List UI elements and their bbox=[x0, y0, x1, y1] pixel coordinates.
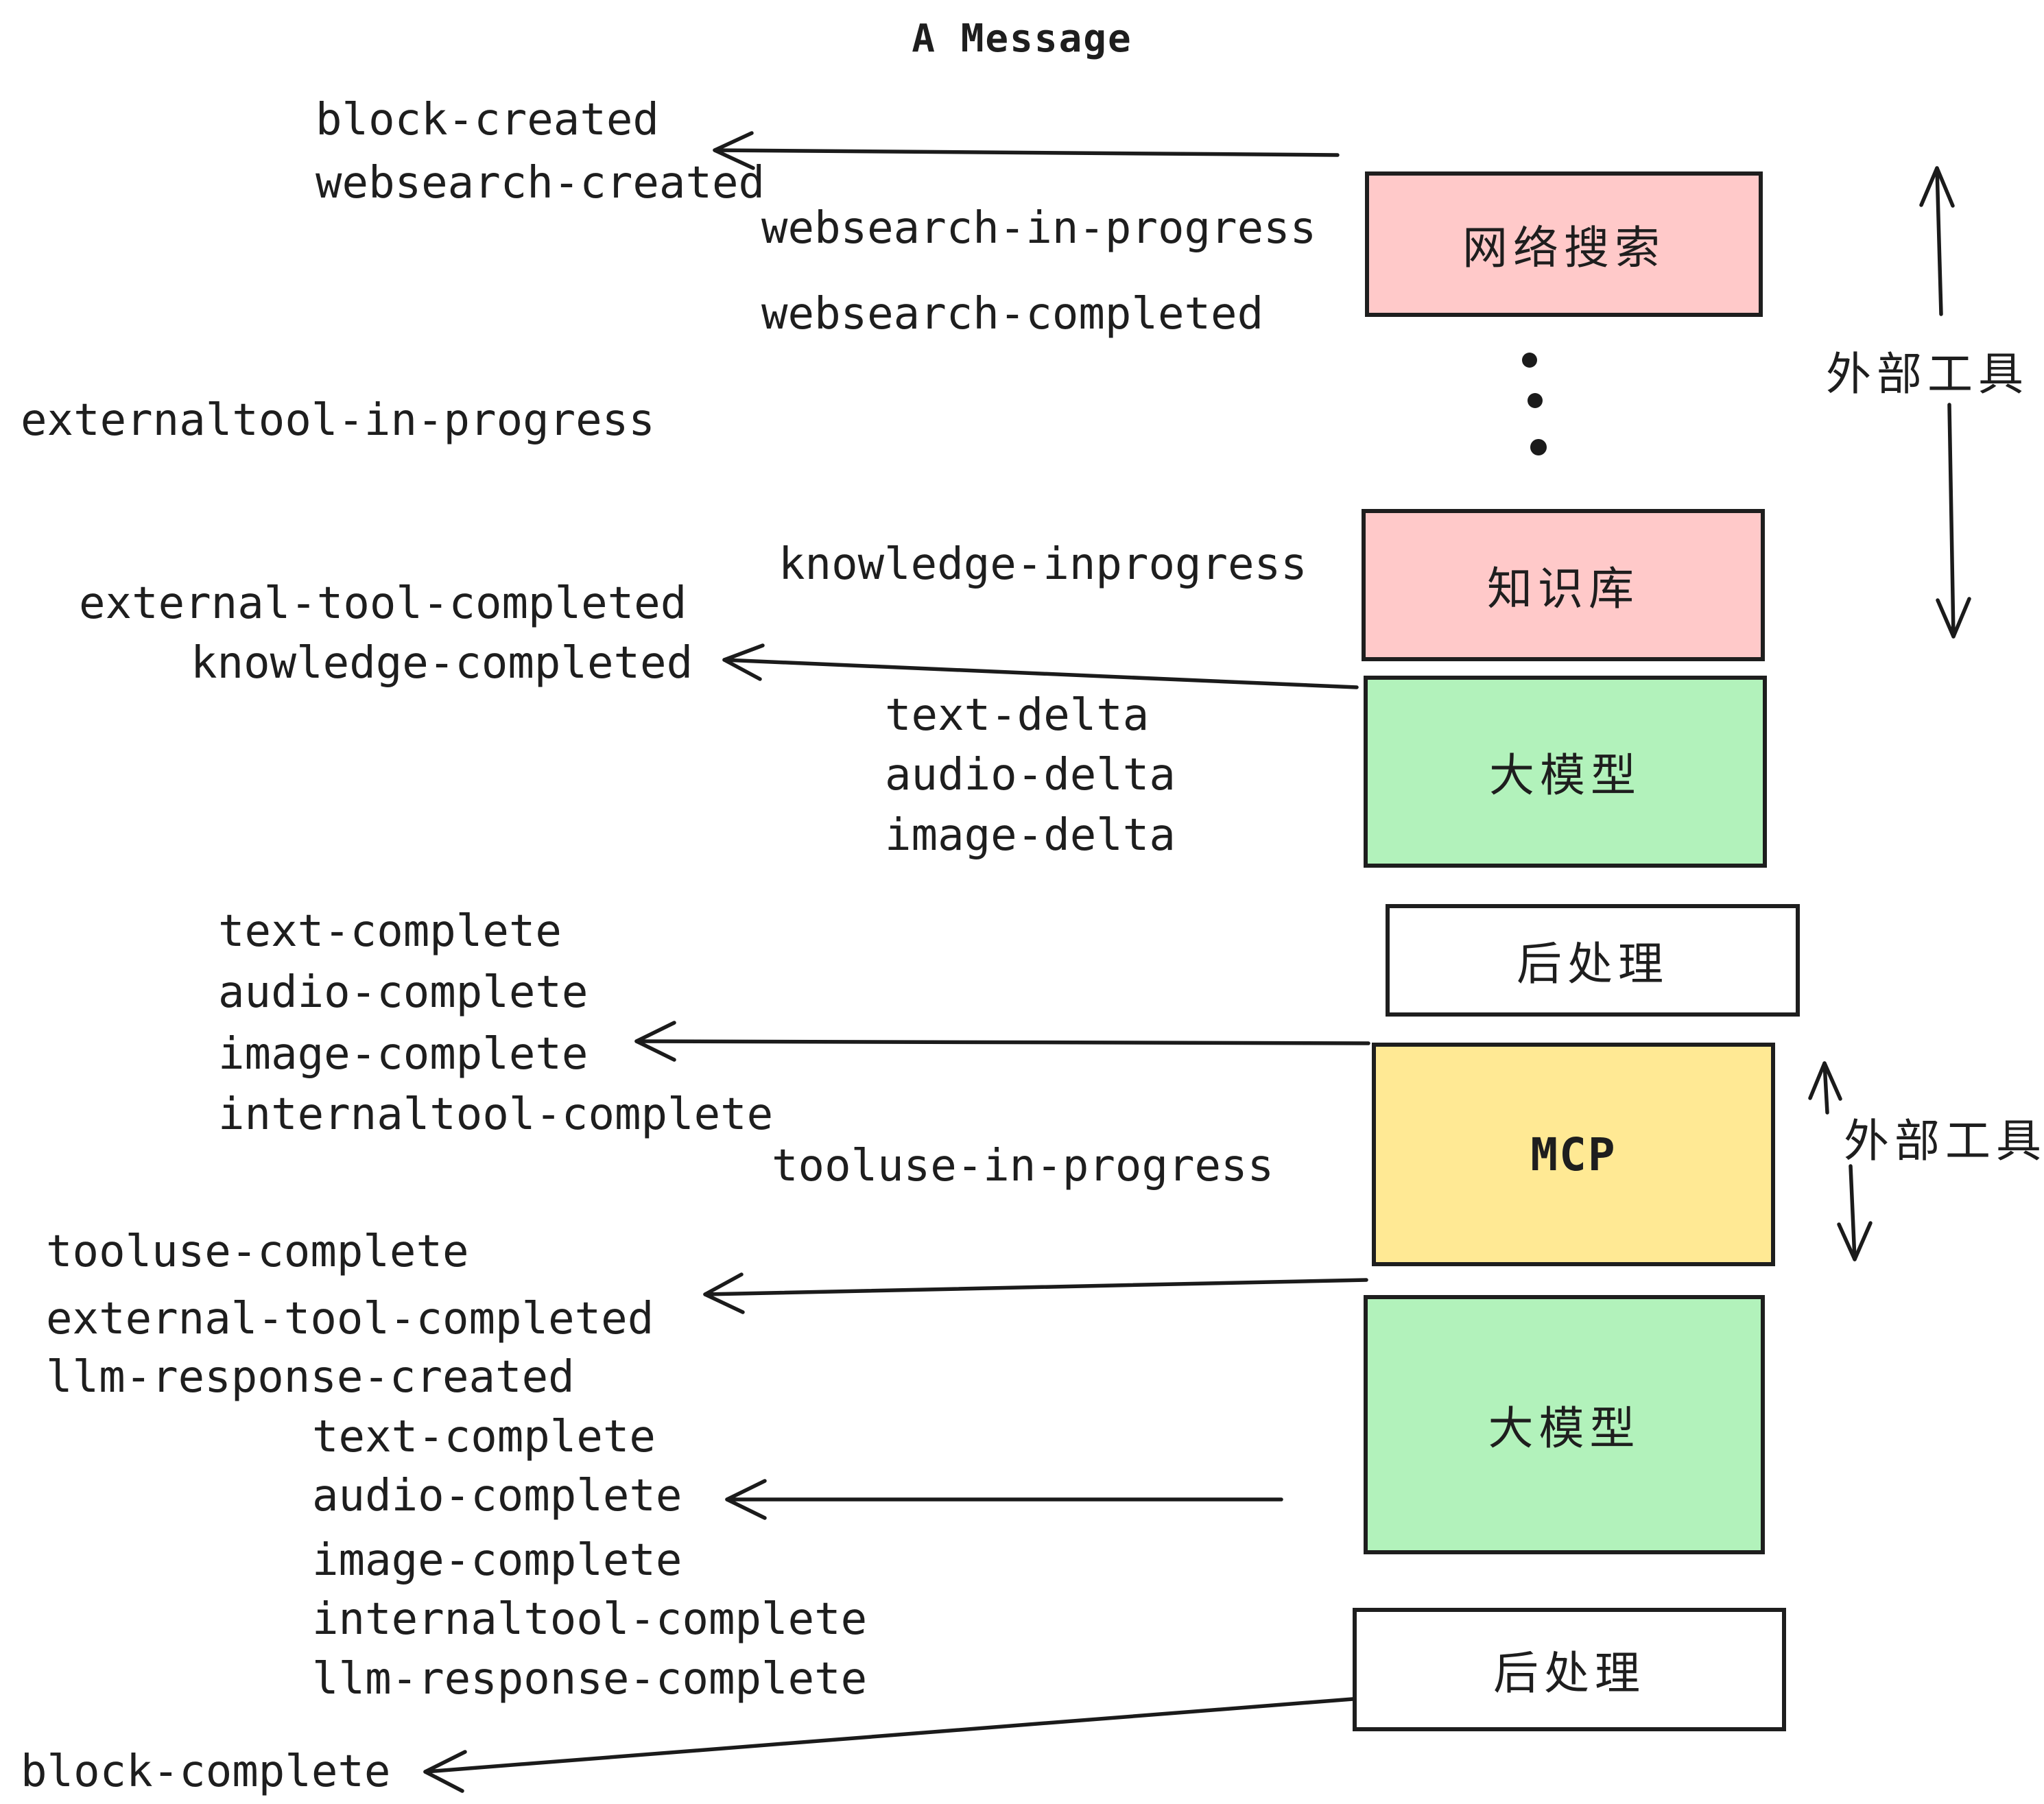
event-text-complete-2: text-complete bbox=[312, 1412, 656, 1462]
box-knowledge: 知识库 bbox=[1362, 509, 1765, 661]
box-knowledge-label: 知识库 bbox=[1487, 562, 1639, 615]
event-tooluse-complete: tooluse-complete bbox=[46, 1226, 469, 1277]
event-knowledge-completed: knowledge-completed bbox=[191, 638, 693, 689]
external-tools-1-down-arrow bbox=[1936, 403, 1971, 639]
arrow-to-image-complete bbox=[634, 1021, 1370, 1062]
event-websearch-in-progress: websearch-in-progress bbox=[761, 203, 1317, 254]
event-llm-response-complete: llm-response-complete bbox=[312, 1654, 868, 1705]
external-tools-1-up-arrow bbox=[1919, 166, 1955, 316]
box-postprocess-1-label: 后处理 bbox=[1517, 938, 1669, 990]
ellipsis-dots bbox=[1522, 353, 1547, 455]
annotation-external-tools-2: 外部工具 bbox=[1844, 1115, 2044, 1167]
external-tools-2-down-arrow bbox=[1837, 1164, 1873, 1261]
event-knowledge-inprogress: knowledge-inprogress bbox=[779, 539, 1307, 590]
event-external-tool-completed: external-tool-completed bbox=[79, 578, 687, 629]
event-image-delta-1: image-delta bbox=[885, 810, 1176, 861]
arrow-to-block-complete bbox=[423, 1697, 1355, 1793]
event-audio-complete-1: audio-complete bbox=[218, 967, 589, 1018]
event-websearch-created: websearch-created bbox=[316, 158, 765, 209]
event-block-complete: block-complete bbox=[21, 1746, 391, 1797]
event-audio-delta-1: audio-delta bbox=[885, 750, 1176, 800]
box-llm-1: 大模型 bbox=[1364, 676, 1767, 868]
event-text-complete-1: text-complete bbox=[218, 906, 562, 957]
box-postprocess-1: 后处理 bbox=[1386, 904, 1800, 1017]
arrow-to-block-created bbox=[713, 131, 1340, 170]
box-websearch-label: 网络搜索 bbox=[1462, 222, 1665, 274]
event-internaltool-complete-1: internaltool-complete bbox=[218, 1089, 774, 1140]
event-image-complete-2: image-complete bbox=[312, 1535, 682, 1586]
event-internaltool-complete-2: internaltool-complete bbox=[312, 1594, 868, 1645]
box-llm-2-label: 大模型 bbox=[1488, 1402, 1641, 1455]
event-externaltool-in-progress: externaltool-in-progress bbox=[21, 395, 655, 446]
box-mcp: MCP bbox=[1372, 1043, 1775, 1266]
arrow-to-knowledge-completed bbox=[722, 643, 1359, 689]
event-text-delta-1: text-delta bbox=[885, 690, 1150, 741]
event-llm-response-created: llm-response-created bbox=[46, 1352, 575, 1403]
box-postprocess-2: 后处理 bbox=[1353, 1608, 1786, 1731]
event-websearch-completed: websearch-completed bbox=[761, 289, 1264, 340]
diagram-title: A Message bbox=[912, 16, 1132, 61]
box-postprocess-2-label: 后处理 bbox=[1493, 1647, 1645, 1700]
box-llm-1-label: 大模型 bbox=[1489, 749, 1641, 802]
event-image-complete-1: image-complete bbox=[218, 1029, 589, 1080]
box-mcp-label: MCP bbox=[1530, 1128, 1617, 1181]
box-llm-2: 大模型 bbox=[1364, 1295, 1765, 1554]
box-websearch: 网络搜索 bbox=[1365, 171, 1763, 317]
arrow-to-tooluse-complete bbox=[703, 1272, 1368, 1314]
arrow-to-audio-complete bbox=[725, 1479, 1283, 1520]
event-tooluse-in-progress: tooluse-in-progress bbox=[772, 1141, 1274, 1191]
external-tools-2-up-arrow bbox=[1808, 1061, 1842, 1115]
event-external-tool-completed-2: external-tool-completed bbox=[46, 1294, 654, 1344]
event-block-created: block-created bbox=[316, 95, 659, 145]
annotation-external-tools-1: 外部工具 bbox=[1826, 348, 2029, 401]
event-audio-complete-2: audio-complete bbox=[312, 1471, 682, 1521]
